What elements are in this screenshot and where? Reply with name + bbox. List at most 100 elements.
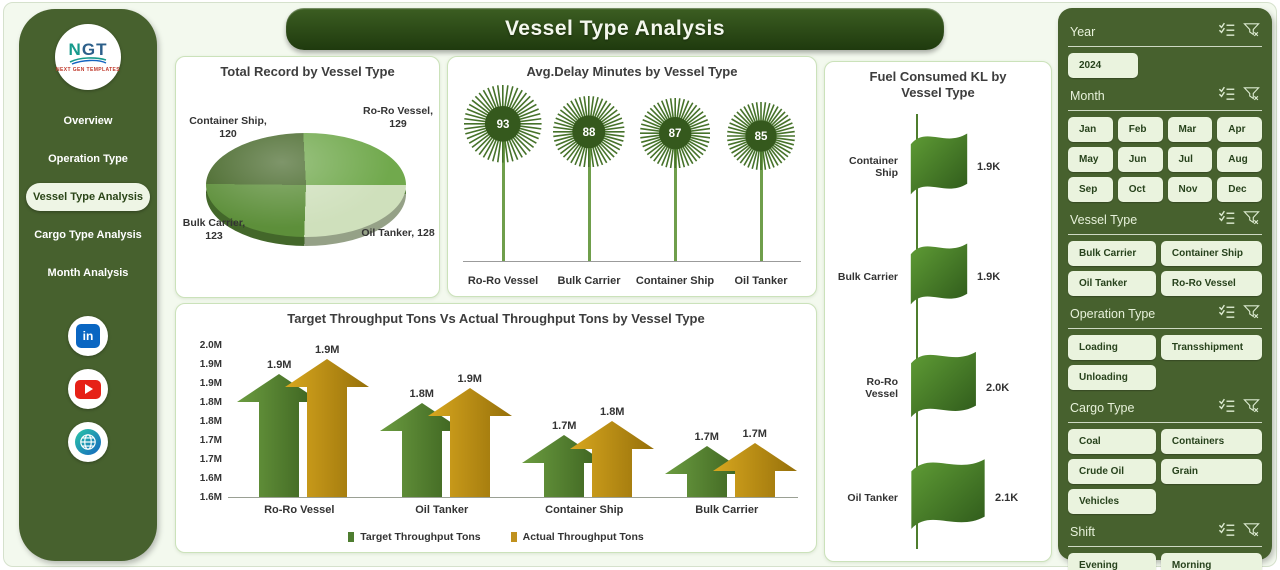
filter-vessel-type-option-bulk-carrier[interactable]: Bulk Carrier [1068,241,1156,266]
filter-cargo-type-option-crude-oil[interactable]: Crude Oil [1068,459,1156,484]
y-axis-tick-label: 1.8M [199,416,222,427]
filter-vessel-type-option-ro-ro-vessel[interactable]: Ro-Ro Vessel [1160,271,1262,296]
linkedin-icon[interactable]: in [68,316,108,356]
multi-select-icon[interactable] [1218,210,1235,230]
filter-month-option-oct[interactable]: Oct [1117,177,1163,202]
filter-month-option-sep[interactable]: Sep [1068,177,1113,202]
filter-month-option-may[interactable]: May [1068,147,1113,172]
filter-section-header: Year [1068,19,1262,47]
filter-month-option-apr[interactable]: Apr [1217,117,1262,142]
delay-lollipop[interactable]: 93 [460,85,546,262]
pie-slices[interactable] [206,133,406,237]
sidebar-item-month-analysis[interactable]: Month Analysis [47,267,129,279]
filter-month-option-feb[interactable]: Feb [1117,117,1163,142]
legend-item[interactable]: Actual Throughput Tons [510,531,644,543]
delay-lollipop[interactable]: 87 [632,85,718,262]
filter-year-option-2024[interactable]: 2024 [1068,53,1138,78]
delay-lollipop[interactable]: 88 [546,85,632,262]
clear-filter-icon[interactable] [1243,304,1260,324]
multi-select-icon[interactable] [1218,22,1235,42]
filter-cargo-type-option-grain[interactable]: Grain [1160,459,1262,484]
delay-lollipop[interactable]: 85 [718,85,804,262]
legend-item[interactable]: Target Throughput Tons [348,531,481,543]
sidebar-item-operation-type[interactable]: Operation Type [48,153,128,165]
filter-shift-option-morning[interactable]: Morning [1160,553,1262,570]
page-title-banner: Vessel Type Analysis [286,8,944,50]
multi-select-icon[interactable] [1218,86,1235,106]
actual-arrow-bar[interactable] [427,388,512,497]
lollipop-stem [501,124,505,262]
fuel-value-label: 2.1K [995,491,1019,504]
actual-arrow-bar[interactable] [285,359,370,497]
legend-swatch [348,532,355,542]
target-arrow-bar[interactable] [522,435,607,497]
pie-data-label: Oil Tanker, 128 [361,227,435,239]
flag-icon[interactable] [909,129,969,205]
flag-icon[interactable] [909,239,969,315]
sidebar-item-overview[interactable]: Overview [63,115,113,127]
multi-select-icon[interactable] [1218,522,1235,542]
target-arrow-bar[interactable] [664,446,749,497]
filter-shift-option-evening[interactable]: Evening [1068,553,1156,570]
clear-filter-icon[interactable] [1243,210,1260,230]
flag-icon[interactable] [909,347,978,429]
multi-select-icon[interactable] [1218,398,1235,418]
filter-operation-type-option-loading[interactable]: Loading [1068,335,1156,360]
fuel-value-label: 2.0K [986,381,1010,394]
logo: NGT NEXT GEN TEMPLATES [55,24,121,90]
filter-section-header: Operation Type [1068,301,1262,329]
filter-month-option-dec[interactable]: Dec [1217,177,1262,202]
filter-section-label: Vessel Type [1070,213,1138,227]
arrow-data-label: 1.8M [600,406,625,418]
sidebar-item-cargo-type-analysis[interactable]: Cargo Type Analysis [34,229,142,241]
filter-month-option-jul[interactable]: Jul [1167,147,1213,172]
clear-filter-icon[interactable] [1243,522,1260,542]
filter-month-option-nov[interactable]: Nov [1167,177,1213,202]
filter-cargo-type-option-vehicles[interactable]: Vehicles [1068,489,1156,514]
arrow-data-label: 1.7M [552,420,577,432]
target-arrow-bar[interactable] [237,374,322,497]
filter-month-option-mar[interactable]: Mar [1167,117,1213,142]
filter-operation-type-option-transshipment[interactable]: Transshipment [1160,335,1262,360]
delay-category-label: Oil Tanker [734,275,788,287]
filter-cargo-type-option-coal[interactable]: Coal [1068,429,1156,454]
website-globe-icon[interactable] [68,422,108,462]
youtube-icon[interactable] [68,369,108,409]
target-arrow-bar[interactable] [379,403,464,497]
filter-cargo-type-option-containers[interactable]: Containers [1160,429,1262,454]
actual-arrow-bar[interactable] [712,443,797,497]
multi-select-icon[interactable] [1218,304,1235,324]
throughput-legend: Target Throughput Tons Actual Throughput … [176,531,816,543]
arrow-bar-group: 1.7M 1.8M [513,346,656,497]
clear-filter-icon[interactable] [1243,86,1260,106]
pie-data-label: Container Ship, 120 [189,115,267,140]
filter-month-option-aug[interactable]: Aug [1217,147,1262,172]
arrow-data-label: 1.7M [694,431,719,443]
filter-month-option-jun[interactable]: Jun [1117,147,1163,172]
arrow-data-label: 1.9M [315,344,340,356]
actual-arrow-bar[interactable] [570,421,655,497]
flag-icon[interactable] [909,454,987,541]
filter-options: 2024 [1068,53,1262,78]
clear-filter-icon[interactable] [1243,398,1260,418]
clear-filter-icon[interactable] [1243,22,1260,42]
sidebar-item-vessel-type-analysis[interactable]: Vessel Type Analysis [26,183,150,211]
filter-vessel-type-option-container-ship[interactable]: Container Ship [1160,241,1262,266]
throughput-chart-card: Target Throughput Tons Vs Actual Through… [175,303,817,553]
filter-vessel-type-option-oil-tanker[interactable]: Oil Tanker [1068,271,1156,296]
filter-month-option-jan[interactable]: Jan [1068,117,1113,142]
filter-operation-type-option-unloading[interactable]: Unloading [1068,365,1156,390]
filter-section-header: Month [1068,83,1262,111]
page-title: Vessel Type Analysis [504,17,726,40]
